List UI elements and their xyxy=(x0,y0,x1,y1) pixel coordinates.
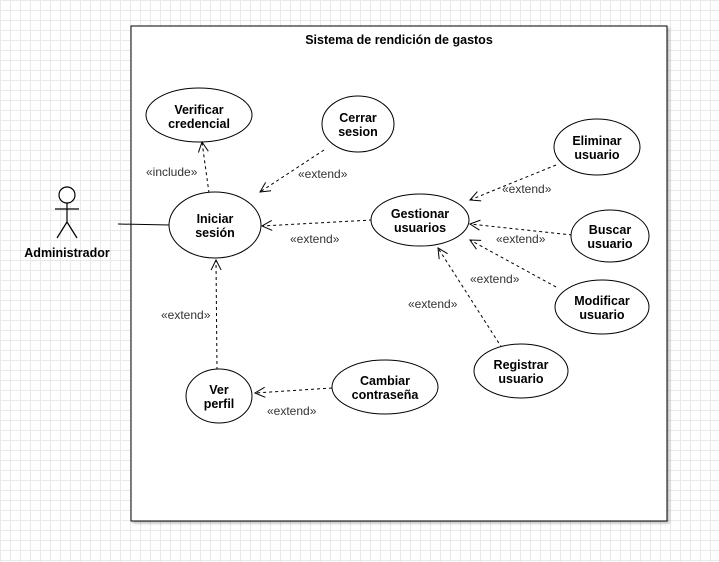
actor-head xyxy=(58,186,76,204)
use-case-registrar-usuario[interactable] xyxy=(473,343,569,399)
use-case-ver-perfil[interactable] xyxy=(185,368,253,424)
use-case-label: usuario xyxy=(574,148,620,162)
use-case-label: Ver xyxy=(209,383,229,397)
extend-arrow-gestionar xyxy=(262,219,373,226)
extend-arrow-ver-perfil xyxy=(216,260,217,371)
system-title: Sistema de rendición de gastos xyxy=(305,33,493,47)
association-line xyxy=(117,223,171,226)
use-case-eliminar-usuario[interactable] xyxy=(553,118,641,176)
extend-arrow-cerrar xyxy=(260,149,325,192)
use-case-label: Cambiar xyxy=(360,374,410,388)
extend-arrow-modificar xyxy=(470,240,557,288)
use-case-gestionar-usuarios[interactable] xyxy=(370,193,470,247)
use-case-cambiar-contrasena[interactable] xyxy=(331,359,439,415)
use-case-label: credencial xyxy=(168,117,230,131)
include-arrow-verificar xyxy=(202,142,210,194)
extend-label: «extend» xyxy=(298,167,348,181)
use-case-label: perfil xyxy=(204,397,235,411)
actor-label: Administrador xyxy=(24,246,110,260)
extend-label: «extend» xyxy=(408,297,458,311)
use-case-label: usuarios xyxy=(394,221,446,235)
extend-label: «extend» xyxy=(496,232,546,246)
include-label: «include» xyxy=(146,165,198,179)
extend-label: «extend» xyxy=(502,182,552,196)
extend-arrow-registrar xyxy=(438,248,503,349)
use-case-label: contraseña xyxy=(352,388,420,402)
use-case-label: usuario xyxy=(587,237,633,251)
use-case-label: Modificar xyxy=(574,294,630,308)
use-case-label: usuario xyxy=(498,372,544,386)
use-case-verificar-credencial[interactable] xyxy=(145,87,253,143)
extend-arrow-buscar xyxy=(470,224,573,236)
use-case-cerrar-sesion[interactable] xyxy=(321,95,395,153)
use-case-label: Eliminar xyxy=(572,134,621,148)
use-case-label: Gestionar xyxy=(391,207,449,221)
extend-label: «extend» xyxy=(470,272,520,286)
use-case-label: sesión xyxy=(195,226,235,240)
actor-left-leg xyxy=(56,221,68,239)
use-case-label: sesion xyxy=(338,125,378,139)
actor-administrador[interactable] xyxy=(55,186,79,239)
use-case-label: usuario xyxy=(579,308,625,322)
actor-right-leg xyxy=(66,221,78,239)
extend-label: «extend» xyxy=(290,232,340,246)
extend-label: «extend» xyxy=(267,404,317,418)
use-case-label: Registrar xyxy=(494,358,549,372)
use-case-label: Cerrar xyxy=(339,111,377,125)
extend-arrow-cambiar xyxy=(255,388,333,393)
use-case-iniciar-sesion[interactable] xyxy=(168,191,262,259)
extend-label: «extend» xyxy=(161,308,211,322)
use-case-label: Iniciar xyxy=(197,212,234,226)
use-case-label: Buscar xyxy=(589,223,632,237)
use-case-modificar-usuario[interactable] xyxy=(554,279,650,335)
use-case-buscar-usuario[interactable] xyxy=(570,209,650,263)
use-case-label: Verificar xyxy=(174,103,223,117)
